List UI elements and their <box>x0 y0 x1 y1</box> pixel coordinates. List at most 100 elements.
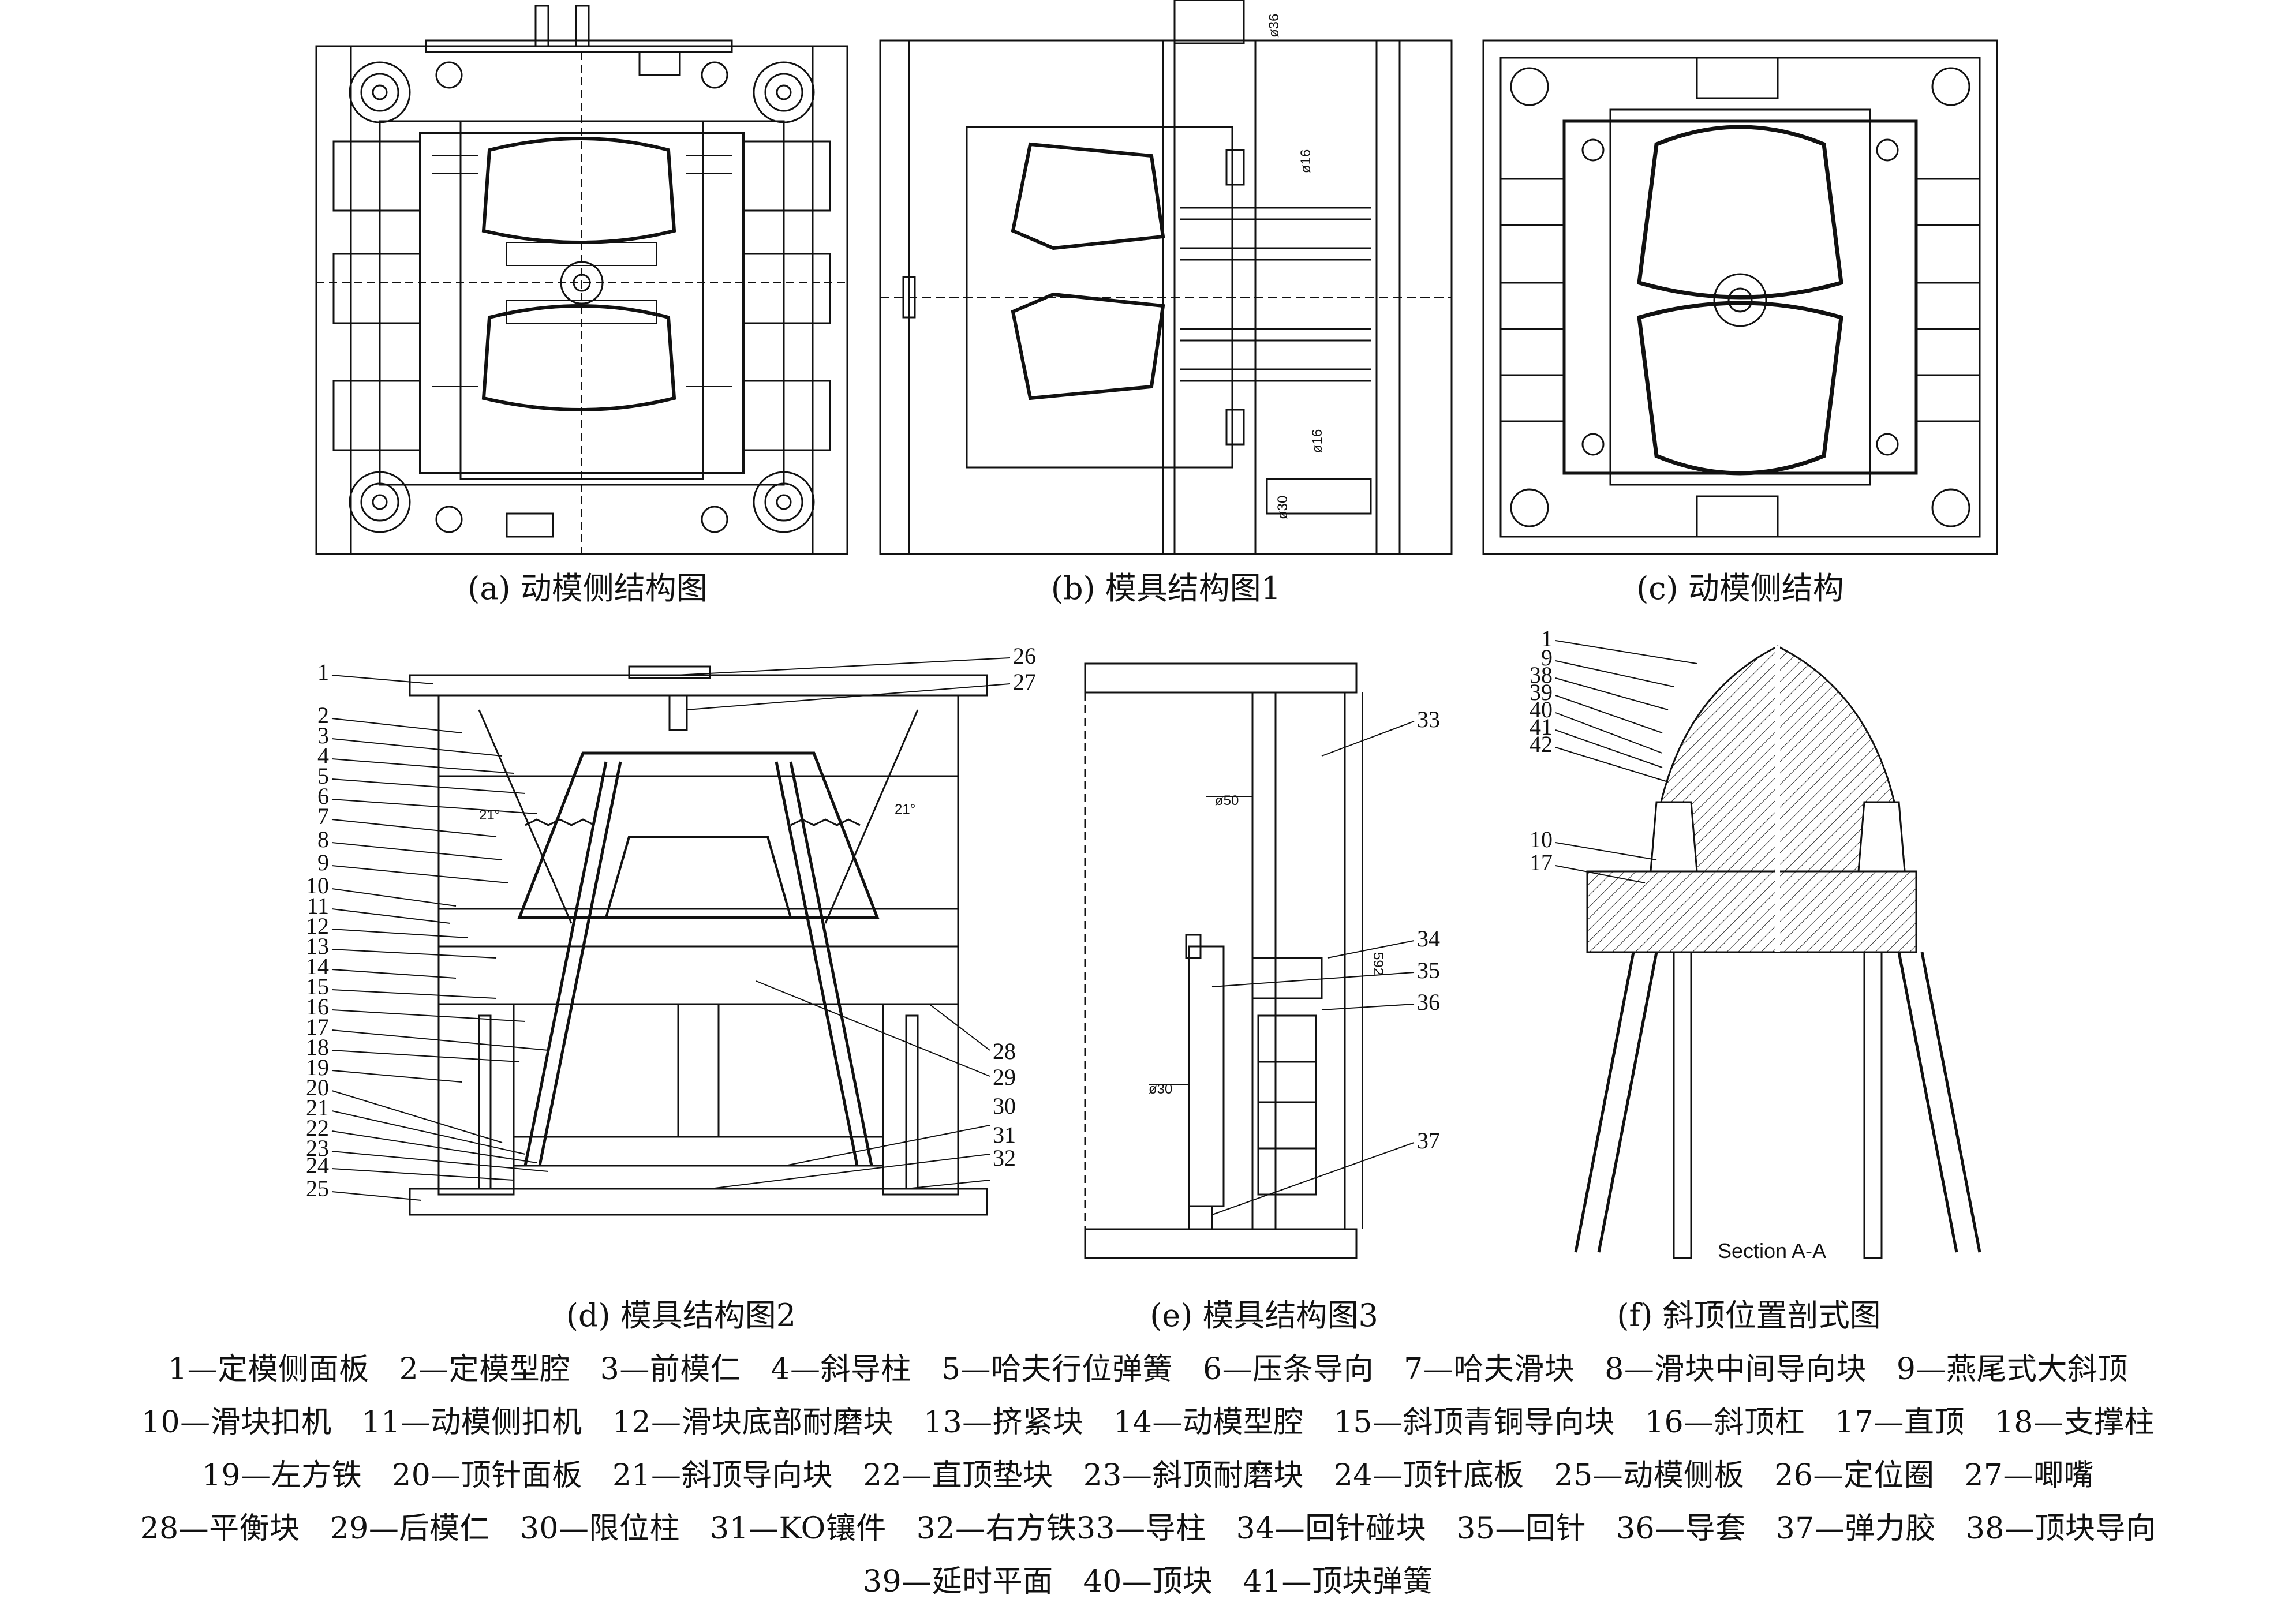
caption-f: (f) 斜顶位置剖式图 <box>1617 1297 1881 1334</box>
legend-item: 27—唧嘴 <box>1964 1458 2095 1493</box>
legend-item: 30—限位柱 <box>519 1511 680 1546</box>
legend-line: 28—平衡块 29—后模仁 30—限位柱 31—KO镶件 32—右方铁33—导柱 34—回… <box>0 1504 2296 1547</box>
callout-f-38: 38 <box>1530 662 1553 688</box>
callout-d-6: 6 <box>317 783 329 809</box>
callout-f-1: 1 <box>1541 626 1553 652</box>
legend-item: 20—顶针面板 <box>392 1458 582 1493</box>
callout-d-10: 10 <box>306 873 329 899</box>
callout-d-23: 23 <box>306 1135 329 1161</box>
callout-f-40: 40 <box>1530 697 1553 722</box>
callout-f-9: 9 <box>1541 645 1553 671</box>
legend-item: 34—回针碰块 <box>1236 1511 1427 1546</box>
callout-f-39: 39 <box>1530 679 1553 705</box>
panel-c-moving-side-structure <box>1482 39 1998 555</box>
dim-e-phi30: ø30 <box>1149 1081 1172 1097</box>
callout-d-13: 13 <box>306 933 329 959</box>
legend-item: 5—哈夫行位弹簧 <box>941 1352 1173 1387</box>
legend-item: 41—顶块弹簧 <box>1243 1564 1433 1599</box>
legend-item: 35—回针 <box>1456 1511 1586 1546</box>
callout-d-24: 24 <box>306 1152 329 1178</box>
callout-e-36: 36 <box>1417 989 1440 1015</box>
callout-d-14: 14 <box>306 953 329 979</box>
legend-item: 4—斜导柱 <box>771 1352 911 1387</box>
drawing-c <box>1482 39 1998 555</box>
legend-item: 18—支撑柱 <box>1994 1405 2155 1440</box>
callout-d-18: 18 <box>306 1034 329 1060</box>
callout-d-15: 15 <box>306 974 329 999</box>
legend-item: 9—燕尾式大斜顶 <box>1896 1352 2128 1387</box>
panel-a-moving-side-structure <box>315 5 859 555</box>
legend-item: 36—导套 <box>1616 1511 1746 1546</box>
legend-item: 12—滑块底部耐磨块 <box>612 1405 893 1440</box>
legend-item: 22—直顶垫块 <box>862 1458 1053 1493</box>
callout-d-2: 2 <box>317 702 329 728</box>
angle-d-left: 21° <box>479 807 500 823</box>
legend-item: 29—后模仁 <box>330 1511 490 1546</box>
callout-d-16: 16 <box>306 994 329 1020</box>
caption-e: (e) 模具结构图3 <box>1150 1297 1378 1334</box>
drawing-d: 1 2 3 4 5 6 7 8 9 10 11 12 13 14 15 16 1… <box>306 643 1036 1216</box>
legend-item: 37—弹力胶 <box>1775 1511 1936 1546</box>
callout-d-17: 17 <box>306 1014 329 1040</box>
legend-item: 28—平衡块 <box>140 1511 300 1546</box>
dim-e-592: 592 <box>1370 952 1386 975</box>
drawing-a <box>315 5 848 555</box>
drawing-b: ø16 ø16 ø30 ø36 <box>879 0 1453 555</box>
legend-item: 31—KO镶件 <box>710 1511 887 1546</box>
callout-d-9: 9 <box>317 849 329 875</box>
legend-item: 25—动模侧板 <box>1554 1458 1745 1493</box>
panel-b-mold-structure-1: ø16 ø16 ø30 ø36 <box>879 0 1453 555</box>
drawing-e: 33 34 35 36 37 ø50 592 ø30 <box>1084 662 1440 1259</box>
section-label: Section A-A <box>1718 1239 1826 1263</box>
callout-e-35: 35 <box>1417 957 1440 983</box>
panel-e-mold-structure-3: 33 34 35 36 37 ø50 592 ø30 <box>1079 658 1449 1275</box>
legend-item: 11—动模侧扣机 <box>361 1405 582 1440</box>
dim-b-phi16-top: ø16 <box>1298 149 1314 173</box>
callout-d-25: 25 <box>306 1175 329 1201</box>
legend-line: 1—定模侧面板 2—定模型腔 3—前模仁 4—斜导柱 5—哈夫行位弹簧 6—压条导向 7—哈… <box>0 1345 2296 1388</box>
callout-f-17: 17 <box>1530 849 1553 875</box>
dim-b-phi30: ø30 <box>1275 496 1291 519</box>
moving-clamp-plate <box>409 1188 988 1216</box>
callout-d-20: 20 <box>306 1075 329 1100</box>
dim-e-phi50: ø50 <box>1215 793 1239 808</box>
panel-f-lifter-section: 1 9 38 39 40 41 42 10 17 Section A-A <box>1524 626 1981 1275</box>
legend-item: 2—定模型腔 <box>399 1352 570 1387</box>
callout-d-12: 12 <box>306 913 329 939</box>
legend-item: 10—滑块扣机 <box>141 1405 332 1440</box>
callout-d-4: 4 <box>317 743 329 769</box>
callout-d-31: 31 <box>993 1122 1016 1148</box>
legend-item: 1—定模侧面板 <box>168 1352 369 1387</box>
legend-item: 40—顶块 <box>1083 1564 1213 1599</box>
callout-d-27: 27 <box>1013 669 1036 695</box>
legend-item: 16—斜顶杠 <box>1645 1405 1805 1440</box>
angle-d-right: 21° <box>895 802 915 817</box>
legend-item: 17—直顶 <box>1835 1405 1965 1440</box>
callout-f-41: 41 <box>1530 714 1553 740</box>
legend-item: 3—前模仁 <box>600 1352 741 1387</box>
panel-d-mold-structure-2: 1 2 3 4 5 6 7 8 9 10 11 12 13 14 15 16 1… <box>306 643 1056 1275</box>
caption-a: (a) 动模侧结构图 <box>468 570 708 607</box>
drawing-f: 1 9 38 39 40 41 42 10 17 Section A-A <box>1530 626 1981 1263</box>
callout-e-33: 33 <box>1417 706 1440 732</box>
callout-d-11: 11 <box>306 893 329 919</box>
caption-c: (c) 动模侧结构 <box>1636 570 1844 607</box>
legend-item: 7—哈夫滑块 <box>1404 1352 1575 1387</box>
callout-d-30: 30 <box>993 1093 1016 1119</box>
legend-item: 19—左方铁 <box>201 1458 362 1493</box>
callout-d-26: 26 <box>1013 643 1036 669</box>
callout-d-1: 1 <box>317 659 329 685</box>
callout-d-5: 5 <box>317 763 329 789</box>
legend-item: 6—压条导向 <box>1203 1352 1374 1387</box>
legend-item: 38—顶块导向 <box>1965 1511 2156 1546</box>
legend-item: 14—动模型腔 <box>1113 1405 1304 1440</box>
callout-d-3: 3 <box>317 722 329 748</box>
legend-item: 32—右方铁33—导柱 <box>916 1511 1206 1546</box>
legend-item: 13—挤紧块 <box>923 1405 1084 1440</box>
callout-f-10: 10 <box>1530 826 1553 852</box>
dim-b-phi16-bottom: ø16 <box>1310 429 1325 453</box>
legend-item: 23—斜顶耐磨块 <box>1083 1458 1304 1493</box>
callout-e-37: 37 <box>1417 1128 1440 1154</box>
